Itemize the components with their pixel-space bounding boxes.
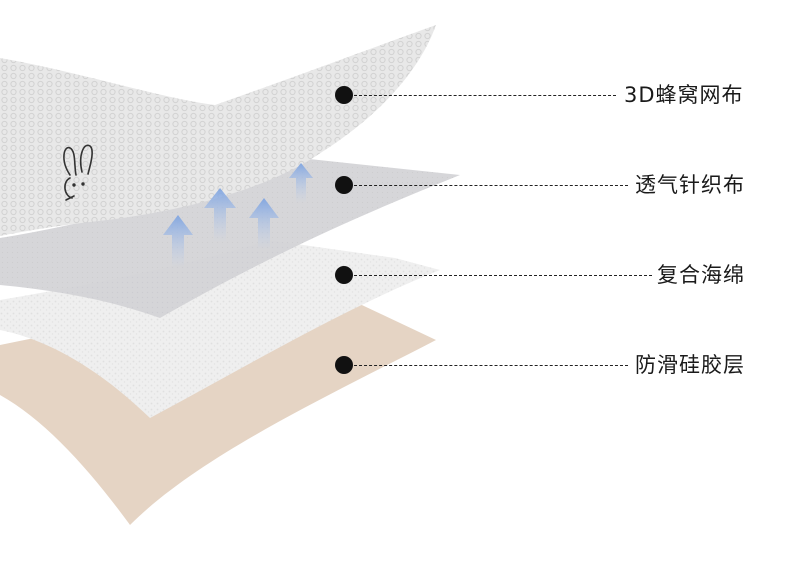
leader-line [354,185,628,186]
callout-silicone: 防滑硅胶层 [335,353,764,377]
layer-label-mesh: 3D蜂窝网布 [624,83,744,107]
airflow-arrow-icon [163,215,193,268]
leader-line [354,95,616,96]
marker-dot [335,86,353,104]
airflow-arrows [163,163,313,268]
layer-label-knit: 透气针织布 [635,173,745,197]
layer-label-sponge: 复合海绵 [657,263,745,287]
marker-dot [335,356,353,374]
marker-dot [335,176,353,194]
marker-dot [335,266,353,284]
airflow-arrow-icon [204,188,236,242]
mesh-layer [0,25,436,236]
callout-knit: 透气针织布 [335,173,764,197]
callout-sponge: 复合海绵 [335,263,764,287]
airflow-arrow-icon [289,163,313,203]
airflow-arrow-icon [249,198,279,250]
callout-mesh: 3D蜂窝网布 [335,83,764,107]
layer-label-silicone: 防滑硅胶层 [635,353,745,377]
bunny-icon [63,144,93,201]
leader-line [354,275,652,276]
leader-line [354,365,628,366]
knit-layer [0,158,460,318]
